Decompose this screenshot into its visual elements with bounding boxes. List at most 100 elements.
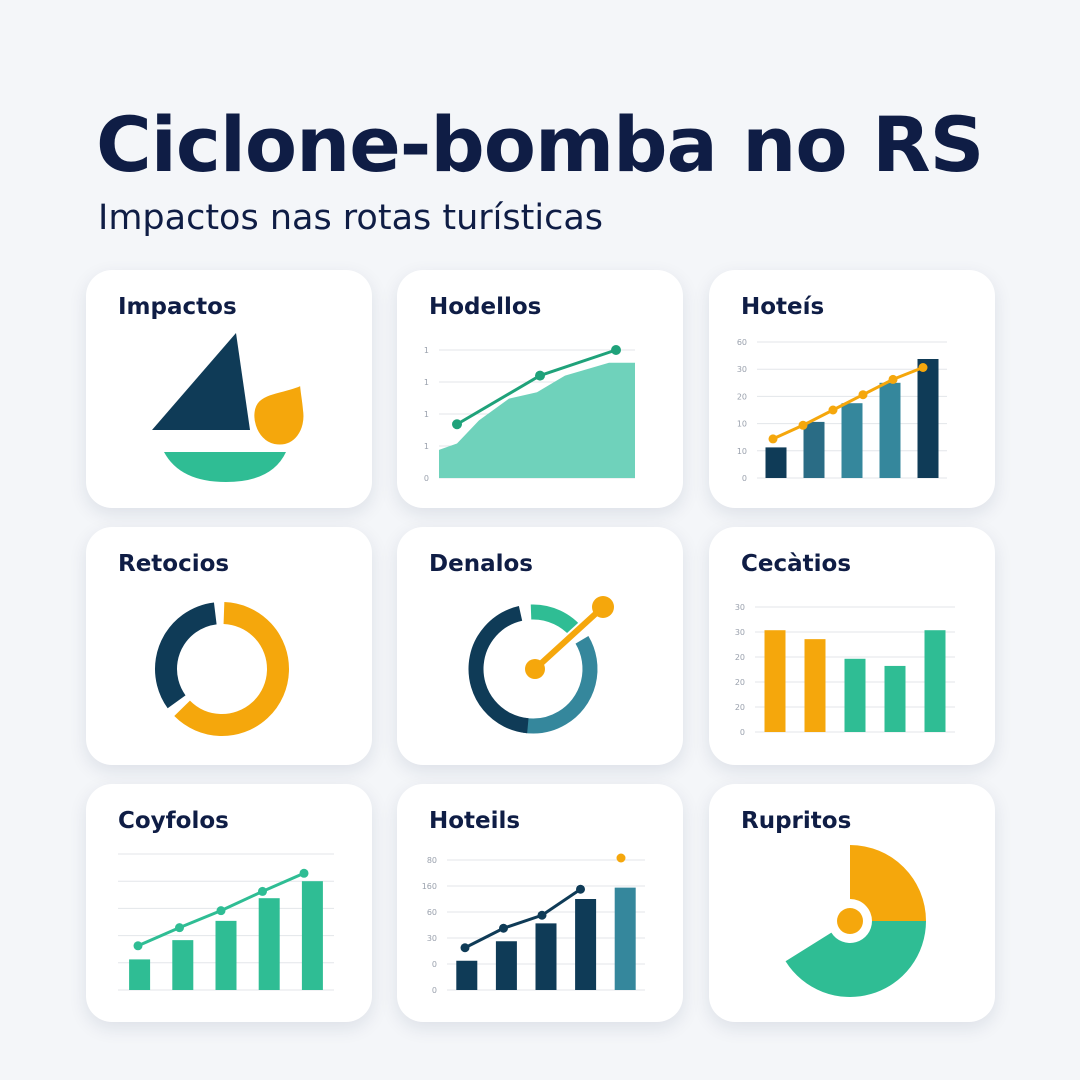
y-tick-label: 10 xyxy=(737,447,747,456)
trend-point xyxy=(798,420,808,430)
card-title: Hoteís xyxy=(741,294,825,320)
boat-hull xyxy=(164,452,286,482)
trend-point xyxy=(918,363,928,372)
donut-slice xyxy=(155,602,289,736)
trend-line-segment xyxy=(802,408,834,427)
bar xyxy=(884,665,906,732)
trend-point xyxy=(175,923,184,933)
page-title: Ciclone-bomba no RS xyxy=(96,100,984,189)
trend-line-segment xyxy=(892,366,924,381)
y-tick-label: 1 xyxy=(424,346,429,355)
y-tick-label: 0 xyxy=(432,986,437,995)
trend-point xyxy=(888,374,898,384)
line-series-segment xyxy=(456,374,541,426)
trend-line-segment xyxy=(261,871,305,893)
bar xyxy=(456,960,478,990)
bar xyxy=(258,898,280,990)
y-tick-label: 30 xyxy=(735,628,745,637)
bar xyxy=(215,920,237,990)
trend-line-segment xyxy=(464,926,505,950)
y-tick-label: 1 xyxy=(424,410,429,419)
card-retocios: Retocios xyxy=(86,527,372,765)
donut-slice xyxy=(155,602,289,736)
bar xyxy=(841,403,863,478)
y-tick-label: 20 xyxy=(735,678,745,687)
bar xyxy=(614,887,636,990)
donut-chart-retocios xyxy=(155,602,289,736)
line-point xyxy=(611,345,621,355)
pointer-needle xyxy=(532,604,606,672)
bar xyxy=(804,639,826,732)
card-title: Hodellos xyxy=(429,294,542,320)
trend-point xyxy=(499,923,508,933)
trend-point xyxy=(828,405,838,415)
card-title: Impactos xyxy=(118,294,237,320)
bar xyxy=(535,923,557,990)
area-chart-hodellos: 0 1 1 1 1 xyxy=(424,345,635,483)
bar xyxy=(172,940,194,990)
bar xyxy=(879,382,901,478)
trend-point xyxy=(216,906,226,916)
y-tick-label: 1 xyxy=(424,378,429,387)
trend-point xyxy=(537,910,547,920)
trend-line-segment xyxy=(862,378,894,397)
bar xyxy=(765,447,787,478)
card-title: Denalos xyxy=(429,551,533,577)
card-hodellos: Hodellos 0 1 1 1 1 xyxy=(397,270,683,508)
gauge-segment xyxy=(468,604,598,734)
line-series-segment xyxy=(539,348,617,378)
bar xyxy=(575,899,597,990)
trend-point xyxy=(460,943,470,953)
card-title: Rupritos xyxy=(741,808,852,834)
bar-chart-coyfolos xyxy=(118,853,334,991)
trend-line-segment xyxy=(503,913,543,930)
bar xyxy=(917,359,939,478)
y-tick-label: 30 xyxy=(737,365,747,374)
y-tick-label: 30 xyxy=(735,603,745,612)
y-tick-label: 60 xyxy=(427,908,437,917)
pie-slice xyxy=(785,921,926,997)
card-title: Retocios xyxy=(118,551,230,577)
pie-slice xyxy=(850,845,926,921)
line-point xyxy=(452,419,462,430)
trend-point xyxy=(858,390,868,400)
bar-chart-cecatios: 0 20 20 20 30 30 xyxy=(735,603,955,737)
sail-shape xyxy=(152,333,250,430)
bar xyxy=(764,630,786,732)
y-tick-label: 20 xyxy=(737,392,747,401)
sailboat-illustration xyxy=(152,333,308,482)
trend-point xyxy=(299,868,309,878)
card-title: Hoteils xyxy=(429,808,521,834)
highlight-point xyxy=(616,853,626,863)
trend-line-segment xyxy=(178,909,222,930)
card-denalos: Denalos xyxy=(397,527,683,765)
bar xyxy=(803,421,825,478)
bar xyxy=(495,941,517,990)
trend-point xyxy=(258,886,267,896)
y-tick-label: 10 xyxy=(737,420,747,429)
card-impactos: Impactos xyxy=(86,270,372,508)
gauge-chart-denalos xyxy=(468,596,614,734)
pointer-hub xyxy=(525,659,545,679)
card-rupritos: Rupritos xyxy=(709,784,995,1022)
y-tick-label: 1 xyxy=(424,442,429,451)
y-tick-label: 0 xyxy=(740,728,745,737)
pie-center-dot xyxy=(837,908,863,934)
pie-chart-rupritos xyxy=(785,845,926,997)
trend-point xyxy=(133,941,143,951)
sun-drop xyxy=(250,379,308,449)
y-tick-label: 20 xyxy=(735,653,745,662)
trend-line-segment xyxy=(832,393,864,412)
card-title: Cecàtios xyxy=(741,551,852,577)
y-tick-label: 0 xyxy=(424,474,429,483)
y-tick-label: 20 xyxy=(735,703,745,712)
trend-point xyxy=(576,884,585,894)
bar xyxy=(129,959,151,990)
y-tick-label: 30 xyxy=(427,934,437,943)
area-series xyxy=(439,362,635,478)
pointer-tip xyxy=(592,596,614,618)
